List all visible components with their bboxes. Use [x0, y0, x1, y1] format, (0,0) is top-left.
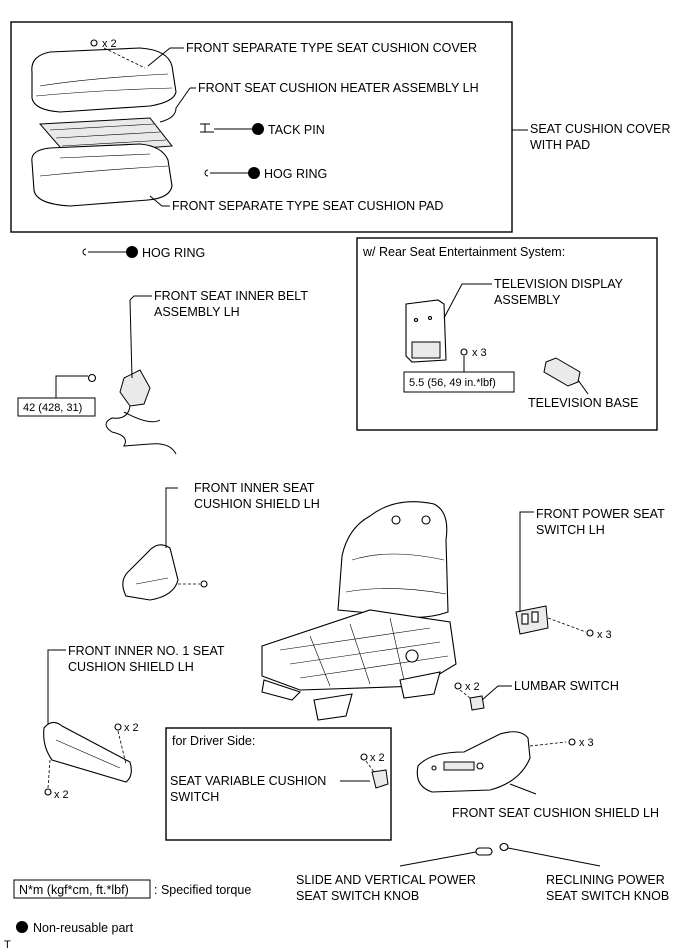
nut-icon	[460, 348, 468, 356]
label-cover-with-pad-2: WITH PAD	[530, 138, 590, 152]
cushion-group-box	[10, 21, 513, 233]
label-tv-display-1: TELEVISION DISPLAY	[494, 277, 624, 291]
legend-torque-units: N*m (kgf*cm, ft.*lbf)	[19, 883, 129, 897]
screw-icon	[114, 723, 122, 731]
cushion-cover-part	[31, 47, 177, 113]
legend-torque-box	[13, 879, 151, 899]
torque-box-tv	[403, 371, 515, 393]
label-hog-ring-mid: HOG RING	[142, 246, 205, 260]
tack-pin-icon	[200, 123, 214, 133]
label-variable-2: SWITCH	[170, 790, 219, 804]
label-slide-knob-1: SLIDE AND VERTICAL POWER	[296, 873, 476, 887]
rse-box	[356, 237, 658, 431]
tv-nut-qty: x 3	[472, 347, 487, 359]
recline-knob-part	[499, 842, 509, 852]
shield-screw-qty: x 3	[579, 737, 594, 749]
hog-ring-icon	[82, 248, 87, 256]
screw-icon	[44, 788, 52, 796]
nonreusable-marker-icon	[252, 123, 264, 135]
label-tack-pin: TACK PIN	[268, 123, 325, 137]
label-hog-ring-top: HOG RING	[264, 167, 327, 181]
variable-screw-qty: x 2	[370, 752, 385, 764]
tv-display-part	[405, 299, 447, 363]
label-cushion-shield: FRONT SEAT CUSHION SHIELD LH	[452, 806, 659, 820]
label-recline-knob-2: SEAT SWITCH KNOB	[546, 889, 669, 903]
label-tv-base: TELEVISION BASE	[528, 396, 638, 410]
label-inner-belt-2: ASSEMBLY LH	[154, 305, 240, 319]
clip-icon	[90, 39, 98, 47]
legend-nonreusable: Non-reusable part	[33, 921, 134, 935]
cushion-pad-part	[31, 143, 173, 207]
nonreusable-marker-icon	[16, 921, 28, 933]
slide-knob-part	[475, 847, 493, 856]
label-inner-no1-1: FRONT INNER NO. 1 SEAT	[68, 644, 225, 658]
label-tv-display-2: ASSEMBLY	[494, 293, 561, 307]
label-cover-with-pad-1: SEAT CUSHION COVER	[530, 122, 671, 136]
lumbar-screw-qty: x 2	[465, 681, 480, 693]
nonreusable-marker-icon	[126, 246, 138, 258]
screw-icon	[568, 738, 576, 746]
driver-side-box	[165, 727, 392, 841]
tv-base-part	[543, 357, 581, 387]
lumbar-switch-part	[469, 695, 485, 711]
label-inner-shield-2: CUSHION SHIELD LH	[194, 497, 320, 511]
label-heater: FRONT SEAT CUSHION HEATER ASSEMBLY LH	[198, 81, 479, 95]
rse-title: w/ Rear Seat Entertainment System:	[362, 245, 565, 259]
label-lumbar: LUMBAR SWITCH	[514, 679, 619, 693]
label-inner-belt-1: FRONT SEAT INNER BELT	[154, 289, 308, 303]
corner-mark: T	[4, 939, 11, 951]
label-inner-no1-2: CUSHION SHIELD LH	[68, 660, 194, 674]
hog-ring-icon	[204, 169, 209, 177]
label-inner-shield-1: FRONT INNER SEAT	[194, 481, 315, 495]
inner-no1-screw-qty-bottom: x 2	[54, 789, 69, 801]
label-power-switch-1: FRONT POWER SEAT	[536, 507, 665, 521]
seat-frame-part	[261, 501, 457, 721]
bolt-icon	[87, 373, 97, 383]
nonreusable-marker-icon	[248, 167, 260, 179]
inner-no1-shield-part	[43, 721, 132, 783]
torque-belt: 42 (428, 31)	[23, 402, 82, 414]
variable-switch-part	[371, 769, 389, 789]
label-cushion-cover: FRONT SEPARATE TYPE SEAT CUSHION COVER	[186, 41, 477, 55]
screw-icon	[586, 629, 594, 637]
power-switch-part	[515, 605, 549, 635]
torque-box-belt	[17, 397, 96, 417]
inner-shield-part	[122, 544, 179, 601]
inner-no1-screw-qty-top: x 2	[124, 722, 139, 734]
torque-tv: 5.5 (56, 49 in.*lbf)	[409, 377, 496, 389]
cushion-shield-part	[416, 731, 531, 793]
inner-belt-part	[105, 299, 177, 455]
power-switch-screw-qty: x 3	[597, 629, 612, 641]
screw-icon	[454, 682, 462, 690]
label-variable-1: SEAT VARIABLE CUSHION	[170, 774, 326, 788]
cover-clip-qty: x 2	[102, 38, 117, 50]
legend-torque-text: : Specified torque	[154, 883, 251, 897]
label-slide-knob-2: SEAT SWITCH KNOB	[296, 889, 419, 903]
label-recline-knob-1: RECLINING POWER	[546, 873, 665, 887]
label-power-switch-2: SWITCH LH	[536, 523, 605, 537]
screw-icon	[200, 580, 208, 588]
driver-side-title: for Driver Side:	[172, 734, 255, 748]
label-cushion-pad: FRONT SEPARATE TYPE SEAT CUSHION PAD	[172, 199, 443, 213]
screw-icon	[360, 753, 368, 761]
